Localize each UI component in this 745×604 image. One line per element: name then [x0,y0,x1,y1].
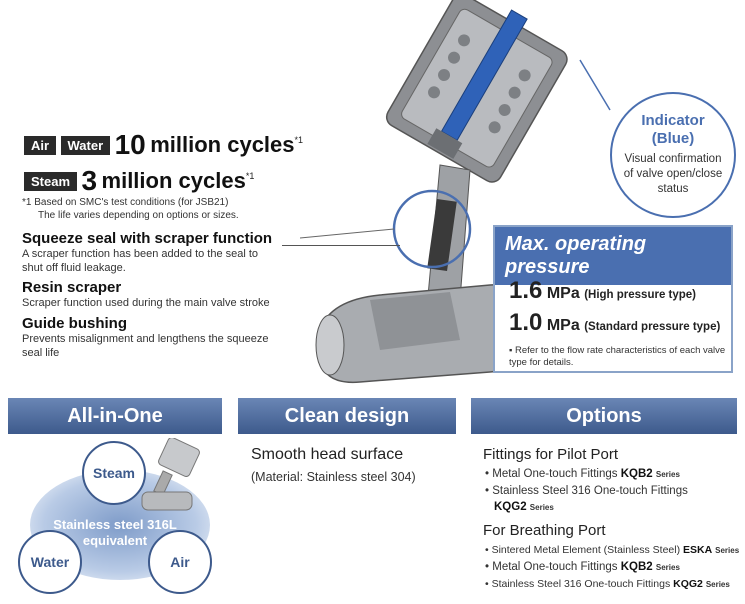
pilot-option-1: • Metal One-touch Fittings KQB2 Series [485,468,680,480]
breathing-port-heading: For Breathing Port [483,522,606,539]
material-label: Stainless steel 316L equivalent [40,517,190,549]
section-clean-design: Clean design [238,398,456,434]
series-label: Series [655,563,680,572]
steam-circle: Steam [82,441,146,505]
footnote-line1: *1 Based on SMC's test conditions (for J… [22,197,229,208]
clean-line2: (Material: Stainless steel 304) [251,470,416,484]
pilot-option-2-model-line: KQG2 Series [494,501,554,513]
series-label: Series [529,503,554,512]
breath-option-2-model: KQB2 [620,561,653,573]
indicator-subtitle: (Blue) [651,130,695,147]
indicator-desc-1: Visual confirmation [624,153,722,165]
pressure-std-desc: (Standard pressure type) [584,321,721,333]
feature-desc-guide-bushing-2: seal life [22,347,60,359]
valve-body [315,284,528,384]
air-water-cycles-number: 10 [114,129,146,160]
footnote-line2: The life varies depending on options or … [38,210,239,221]
feature-desc-guide-bushing-1: Prevents misalignment and lengthens the … [22,333,269,345]
air-water-cycles: Air Water 10 million cycles*1 [24,129,303,161]
pilot-option-1-model: KQB2 [620,468,653,480]
breath-option-3: • Stainless Steel 316 One-touch Fittings… [485,578,730,590]
valve-head [385,0,568,183]
indicator-callout: Indicator (Blue) Visual confirmation of … [610,92,736,218]
indicator-desc-2: of valve open/close [623,168,723,180]
pressure-high-unit: MPa [546,285,580,302]
pressure-high-line: 1.6 MPa (High pressure type) [509,277,696,305]
valve-stem [427,164,471,301]
breath-option-1: • Sintered Metal Element (Stainless Stee… [485,544,740,556]
air-tag: Air [24,135,57,155]
pilot-option-2: • Stainless Steel 316 One-touch Fittings [485,485,688,497]
feature-title-resin-scraper: Resin scraper [22,279,122,296]
water-tag: Water [60,135,111,155]
pressure-high-desc: (High pressure type) [584,289,697,301]
note-bullet-icon: ▪ [509,345,516,356]
pressure-high-value: 1.6 [509,277,543,304]
pressure-std-line: 1.0 MPa (Standard pressure type) [509,309,720,337]
breath-option-2-text: Metal One-touch Fittings [492,561,618,573]
pilot-port-heading: Fittings for Pilot Port [483,446,619,463]
pilot-option-2-model: KQG2 [494,501,527,513]
feature-title-guide-bushing: Guide bushing [22,315,127,332]
section-all-in-one: All-in-One [8,398,222,434]
air-water-cycles-text: million cycles [150,132,295,157]
breath-option-3-text: Stainless Steel 316 One-touch Fittings [491,578,671,590]
water-circle: Water [18,530,82,594]
breath-option-3-model: KQG2 [673,578,703,590]
steam-cycles-text: million cycles [101,168,246,193]
pressure-std-value: 1.0 [509,309,543,336]
pressure-note: ▪ Refer to the flow rate characteristics… [509,345,729,369]
steam-tag: Steam [24,171,78,191]
footnote-ref: *1 [245,170,255,181]
valve-mini-icon [141,438,200,511]
pressure-std-unit: MPa [546,317,580,334]
section-options: Options [471,398,737,434]
footnote-ref: *1 [294,134,304,145]
series-label: Series [705,580,730,589]
breath-option-1-model: ESKA [683,544,713,556]
pressure-heading: Max. operating pressure [495,227,731,285]
feature-desc-squeeze-seal-2: shut off fluid leakage. [22,262,126,274]
feature-title-squeeze-seal: Squeeze seal with scraper function [22,230,273,247]
feature-desc-resin-scraper: Scraper function used during the main va… [22,297,270,309]
pressure-note-text: Refer to the flow rate characteristics o… [509,345,726,368]
indicator-title: Indicator [641,112,705,129]
clean-line1: Smooth head surface [251,446,404,463]
material-line2: equivalent [82,533,148,548]
leader-line [282,245,400,246]
air-circle: Air [148,530,212,594]
material-line1: Stainless steel 316L [53,517,177,532]
feature-desc-squeeze-seal-1: A scraper function has been added to the… [22,248,259,260]
series-label: Series [715,546,740,555]
series-label: Series [655,470,680,479]
steam-cycles-number: 3 [81,165,98,196]
pilot-option-2-text: Stainless Steel 316 One-touch Fittings [492,485,688,497]
max-pressure-box: Max. operating pressure 1.6 MPa (High pr… [493,225,733,373]
breath-option-2: • Metal One-touch Fittings KQB2 Series [485,561,680,573]
indicator-desc-3: status [657,183,689,195]
steam-cycles: Steam 3 million cycles*1 [24,165,254,197]
pilot-option-1-text: Metal One-touch Fittings [492,468,618,480]
breath-option-1-text: Sintered Metal Element (Stainless Steel) [491,544,681,556]
valve-cutaway-illustration [300,0,611,384]
